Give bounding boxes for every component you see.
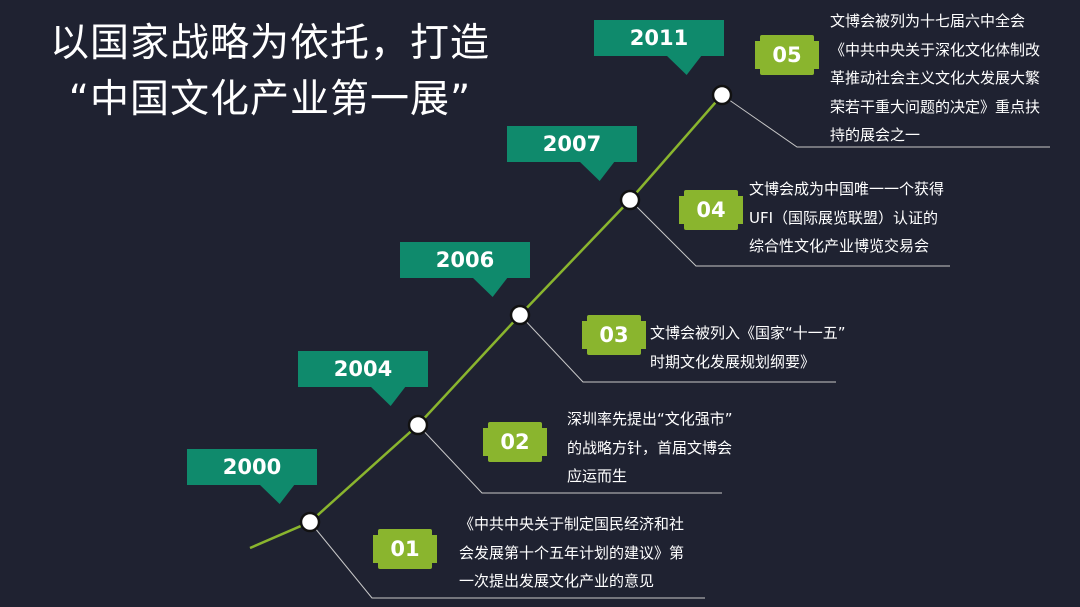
year-label: 2006 (435, 248, 495, 272)
year-tag-2000: 2000 (187, 449, 317, 485)
description-line: 荣若干重大问题的决定》重点扶 (830, 97, 1041, 116)
description-line: 会发展第十个五年计划的建议》第 (459, 543, 685, 562)
description-line: 《中共中央关于制定国民经济和社 (459, 515, 685, 533)
description-line: 文博会被列为十七届六中全会 (830, 12, 1026, 30)
description-line: 文博会被列入《国家“十一五” (650, 324, 846, 342)
title-line-1: 以国家战略为依托，打造 (49, 21, 490, 66)
year-label: 2007 (542, 132, 602, 156)
number-badge-03: 03 (582, 315, 646, 355)
number-badge-04: 04 (679, 190, 743, 230)
milestone-description-02: 深圳率先提出“文化强市” 的战略方针，首届文博会 应运而生 (567, 405, 733, 491)
year-tag-2004: 2004 (298, 351, 428, 387)
badge-number: 02 (500, 430, 530, 454)
milestone-description-03: 文博会被列入《国家“十一五” 时期文化发展规划纲要》 (650, 319, 846, 376)
description-line: 时期文化发展规划纲要》 (650, 352, 816, 371)
description-line: 一次提出发展文化产业的意见 (459, 572, 655, 590)
description-line: 文博会成为中国唯一一个获得 (749, 180, 945, 198)
description-line: 革推动社会主义文化大发展大繁 (830, 69, 1041, 87)
description-line: 持的展会之一 (830, 126, 921, 144)
description-line: 《中共中央关于深化文化体制改 (830, 40, 1041, 59)
badge-number: 05 (772, 43, 802, 67)
milestone-description-04: 文博会成为中国唯一一个获得 UFI（国际展览联盟）认证的 综合性文化产业博览交易… (749, 175, 944, 261)
description-line: UFI（国际展览联盟）认证的 (749, 208, 939, 227)
connector-line-03 (519, 314, 836, 383)
connector-line-05 (721, 94, 1050, 148)
title-line-2: “中国文化产业第一展” (68, 77, 472, 122)
description-line: 应运而生 (567, 467, 628, 485)
description-line: 的战略方针，首届文博会 (567, 438, 733, 457)
timeline-node-2004 (407, 414, 429, 436)
badge-number: 01 (390, 537, 420, 561)
connector-line-02 (417, 424, 722, 494)
badge-number: 03 (599, 323, 629, 347)
year-tag-2007: 2007 (507, 126, 637, 162)
timeline-node-2006 (509, 304, 531, 326)
timeline-line (249, 94, 723, 550)
milestone-description-05: 文博会被列为十七届六中全会 《中共中央关于深化文化体制改 革推动社会主义文化大发… (830, 7, 1040, 150)
description-line: 深圳率先提出“文化强市” (567, 410, 733, 428)
number-badge-01: 01 (373, 529, 437, 569)
number-badge-05: 05 (755, 35, 819, 75)
timeline-node-2011 (711, 84, 733, 106)
year-label: 2004 (333, 357, 393, 381)
milestone-description-01: 《中共中央关于制定国民经济和社 会发展第十个五年计划的建议》第 一次提出发展文化… (459, 510, 684, 596)
year-label: 2011 (629, 26, 689, 50)
connector-line-04 (629, 199, 950, 267)
timeline-node-2000 (299, 511, 321, 533)
timeline-node-2007 (619, 189, 641, 211)
connector-line-01 (309, 521, 705, 599)
badge-number: 04 (696, 198, 726, 222)
year-tag-2006: 2006 (400, 242, 530, 278)
year-label: 2000 (222, 455, 282, 479)
number-badge-02: 02 (483, 422, 547, 462)
year-tag-2011: 2011 (594, 20, 724, 56)
slide-title: 以国家战略为依托，打造 “中国文化产业第一展” (10, 18, 530, 126)
description-line: 综合性文化产业博览交易会 (749, 237, 930, 255)
